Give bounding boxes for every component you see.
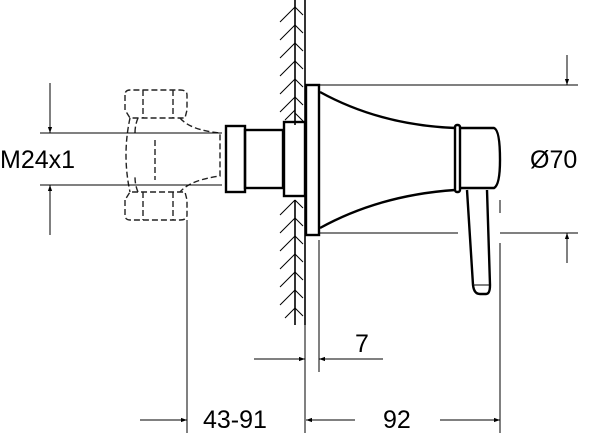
wall-section: [279, 0, 306, 325]
handle-body: [319, 90, 502, 230]
valve-spindle-extension: [224, 120, 307, 198]
diameter-label: Ø70: [530, 146, 577, 174]
lever-handle: [465, 189, 492, 296]
wall-depth-label: 43-91: [203, 406, 267, 434]
projection-label: 92: [383, 406, 411, 434]
concealed-fitting-outline: [124, 89, 221, 240]
rosette-thickness-label: 7: [355, 330, 369, 358]
wall-hatching: [279, 6, 304, 319]
wall-rosette: [304, 83, 321, 237]
thread-size-label: M24x1: [0, 146, 75, 174]
